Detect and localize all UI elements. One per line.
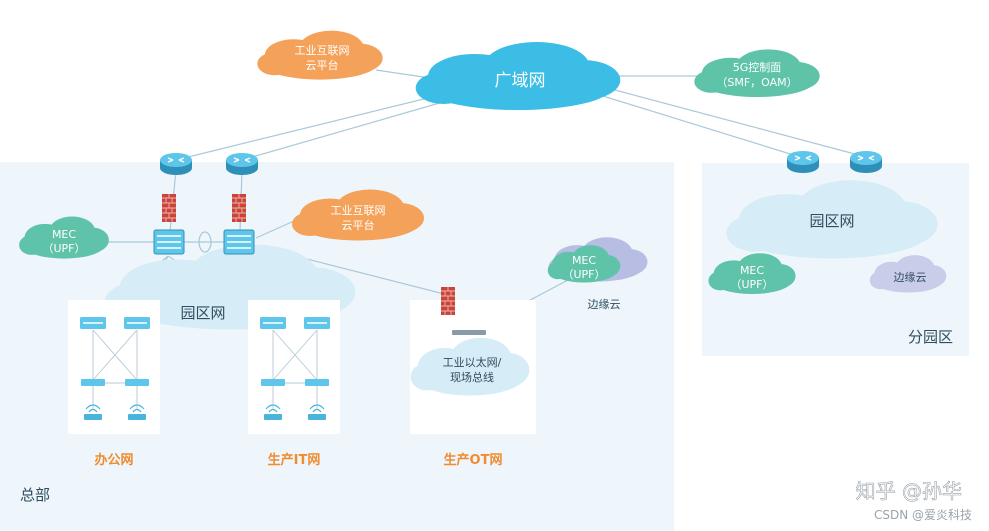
control-5g-label-1: 5G控制面 <box>733 60 782 74</box>
firewall-right-icon <box>231 193 247 223</box>
prod-it-switch-right <box>303 316 331 330</box>
mec-edge-label-1: MEC <box>572 254 596 267</box>
office-access-right <box>125 379 149 386</box>
branch-area-label: 分园区 <box>908 328 953 346</box>
office-switch-right <box>123 316 151 330</box>
edge-cloud-branch-label: 边缘云 <box>894 271 927 284</box>
firewall-left-icon <box>161 193 177 223</box>
firewall-ot-icon <box>440 286 456 316</box>
core-switch-right <box>223 229 255 255</box>
wan-label: 广域网 <box>495 71 546 91</box>
ethernet-field-label-1: 工业以太网/ <box>443 356 502 369</box>
prod-it-network-label: 生产IT网 <box>268 452 321 468</box>
router-hq-left-icon <box>159 152 193 176</box>
router-branch-right-icon <box>849 150 883 174</box>
office-access-left <box>81 379 105 386</box>
core-switch-left <box>153 229 185 255</box>
hq-area-label: 总部 <box>20 486 50 504</box>
mec-branch-label-1: MEC <box>740 264 764 277</box>
prod-it-switch-left <box>259 316 287 330</box>
iot-platform-top-label-1: 工业互联网 <box>295 44 350 57</box>
office-network-label: 办公网 <box>94 452 133 468</box>
ethernet-field-label-2: 现场总线 <box>450 370 494 384</box>
office-network-topology <box>79 316 151 421</box>
control-5g-label-2: （SMF，OAM） <box>716 76 797 89</box>
zhihu-watermark: 知乎 @孙华 <box>856 479 962 503</box>
router-hq-right-icon <box>225 152 259 176</box>
mec-left-label-2: （UPF） <box>42 242 85 255</box>
prod-ot-network-label: 生产OT网 <box>444 452 503 468</box>
link-aggregation-ring <box>198 231 212 253</box>
campus-hq-label: 园区网 <box>180 304 225 322</box>
prod-it-access-left <box>261 379 285 386</box>
office-switch-left <box>79 316 107 330</box>
prod-it-network-topology <box>259 316 331 421</box>
ot-switch-bar <box>452 330 486 335</box>
mec-edge-label-2: （UPF） <box>562 268 605 281</box>
prod-it-access-right <box>305 379 329 386</box>
router-branch-left-icon <box>786 150 820 174</box>
edge-cloud-label: 边缘云 <box>588 298 621 311</box>
iot-platform-mid-label-1: 工业互联网 <box>331 204 386 217</box>
iot-platform-mid-label-2: 云平台 <box>342 218 375 232</box>
mec-branch-label-2: （UPF） <box>730 278 773 291</box>
csdn-watermark: CSDN @爱炎科技 <box>874 508 972 522</box>
mec-left-label-1: MEC <box>52 228 76 241</box>
iot-platform-top-label-2: 云平台 <box>306 58 339 72</box>
campus-branch-label: 园区网 <box>809 212 854 230</box>
